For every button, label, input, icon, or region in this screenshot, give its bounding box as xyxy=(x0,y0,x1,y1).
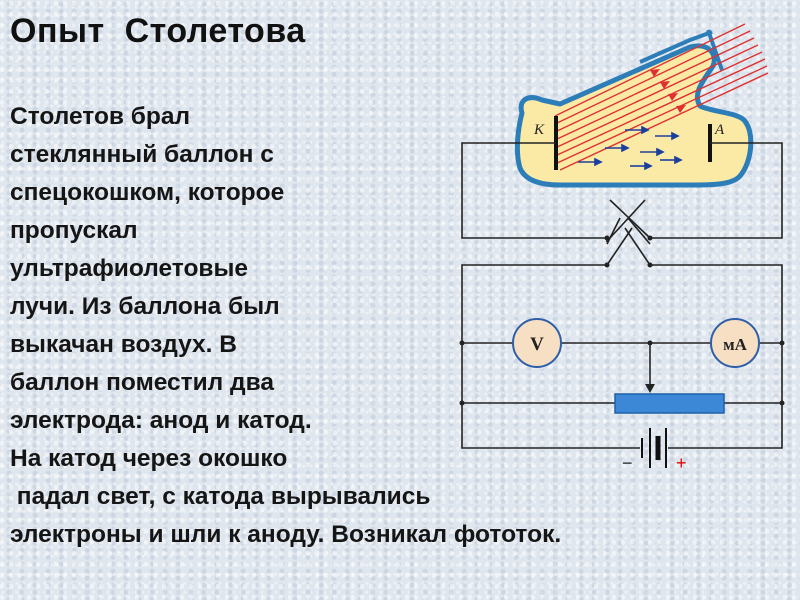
light-ray xyxy=(554,30,751,125)
body-line: электроны и шли к аноду. Возникал фотото… xyxy=(10,521,562,548)
light-ray xyxy=(559,72,769,171)
stoletov-circuit-diagram: K A xyxy=(459,23,785,473)
wire-anode xyxy=(650,142,783,239)
voltmeter: V xyxy=(512,318,562,368)
electron-arrow xyxy=(640,147,665,157)
switch-blade-lower-left xyxy=(606,227,633,266)
uv-light-rays xyxy=(554,23,769,171)
ray-arrowhead xyxy=(650,69,660,77)
body-line: баллон поместил два xyxy=(10,369,274,396)
ray-arrowhead xyxy=(668,93,678,101)
slide-title: Опыт Столетова xyxy=(10,12,306,50)
voltmeter-circle xyxy=(512,318,562,368)
junction-dot xyxy=(779,400,785,406)
body-line: электрода: анод и катод. xyxy=(10,407,312,434)
body-line: стеклянный баллон с xyxy=(10,141,274,168)
switch-contact xyxy=(604,235,610,241)
battery xyxy=(641,428,667,468)
junction-dot xyxy=(459,400,465,406)
junction-dot xyxy=(459,340,465,346)
ray-arrowhead xyxy=(660,81,670,89)
switch-blade-lower-right xyxy=(624,227,651,266)
milliammeter: мА xyxy=(710,318,760,368)
battery-plus-label: + xyxy=(676,453,687,473)
light-ray xyxy=(554,51,763,149)
battery-minus-label: − xyxy=(622,453,633,473)
light-ray-arrowheads xyxy=(650,69,686,113)
anode-label: A xyxy=(714,122,725,138)
electron-arrow xyxy=(578,157,603,167)
rheostat-slider-arrow xyxy=(645,384,655,393)
wire-switch-top-left xyxy=(609,199,651,239)
cathode-label: K xyxy=(533,122,545,138)
light-ray xyxy=(554,65,768,165)
milliammeter-label: мА xyxy=(723,335,748,354)
glass-bulb xyxy=(514,29,754,188)
electron-arrow xyxy=(605,143,630,153)
electron-arrow xyxy=(655,131,680,141)
ray-arrowhead xyxy=(676,105,686,113)
wire-switch-top-right xyxy=(609,199,646,239)
switch-blade-right xyxy=(627,217,651,245)
body-line: На катод через окошко xyxy=(10,445,288,472)
wire-lower-left xyxy=(461,264,640,449)
electron-flow xyxy=(578,125,683,171)
switch-contact xyxy=(647,235,653,241)
voltmeter-label: V xyxy=(530,334,544,355)
body-text: Столетов брал стеклянный баллон с спецок… xyxy=(10,98,561,554)
light-ray xyxy=(554,58,766,157)
window-tube-top xyxy=(639,30,713,64)
junction-dot xyxy=(779,340,785,346)
body-line: пропускал xyxy=(10,217,138,244)
body-line: ультрафиолетовые xyxy=(10,255,249,282)
switch-blade-left xyxy=(606,217,621,245)
electron-arrow xyxy=(625,125,650,135)
wire-cathode xyxy=(461,142,607,239)
milliammeter-circle xyxy=(710,318,760,368)
body-line: Столетов брал xyxy=(10,103,191,130)
wire-lower-right xyxy=(650,264,783,449)
electron-arrow xyxy=(630,161,653,171)
circuit-wires xyxy=(461,142,783,449)
body-line: падал свет, с катода вырывались xyxy=(10,483,431,510)
body-line: лучи. Из баллона был xyxy=(10,293,280,320)
body-line: выкачан воздух. В xyxy=(10,331,237,358)
rheostat xyxy=(614,393,725,414)
junction-dot xyxy=(647,340,653,346)
body-line: спецокошком, которое xyxy=(10,179,285,206)
bulb-glass-outline xyxy=(514,43,754,188)
electron-arrow xyxy=(660,155,683,165)
light-ray xyxy=(554,37,755,133)
light-ray xyxy=(554,44,759,141)
